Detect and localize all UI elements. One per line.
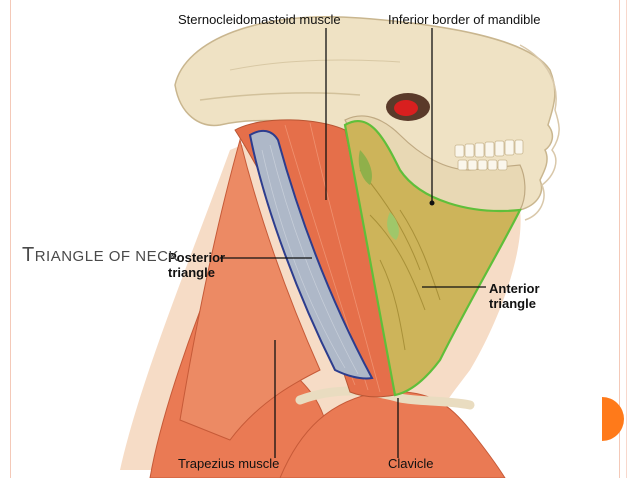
lower-shoulder-muscle bbox=[279, 390, 506, 478]
right-border-line bbox=[619, 0, 620, 478]
sternocleidomastoid-label: Sternocleidomastoid muscle bbox=[178, 12, 341, 27]
anterior-triangle-label: Anterior triangle bbox=[489, 281, 540, 311]
posterior-label-line1: Posterior bbox=[168, 250, 226, 265]
clavicle-bone bbox=[295, 386, 475, 410]
left-border-line bbox=[10, 0, 11, 478]
mandible-border-label: Inferior border of mandible bbox=[388, 12, 541, 27]
clavicle-label: Clavicle bbox=[388, 456, 434, 471]
slide-title-initial: T bbox=[22, 244, 35, 266]
right-border-line-outer bbox=[626, 0, 627, 478]
anterior-triangle-area bbox=[343, 119, 522, 397]
posterior-triangle-label: Posterior triangle bbox=[168, 250, 225, 280]
anterior-label-line2: triangle bbox=[489, 296, 536, 311]
teeth bbox=[454, 139, 524, 171]
posterior-neck-muscle bbox=[179, 138, 321, 441]
anterior-label-line1: Anterior bbox=[489, 281, 540, 296]
slide-title: Triangle of neck bbox=[22, 244, 179, 267]
trapezius-label: Trapezius muscle bbox=[178, 456, 280, 471]
slide-title-rest: riangle of neck bbox=[34, 248, 179, 265]
orange-half-circle-decoration bbox=[602, 397, 624, 441]
posterior-label-line2: triangle bbox=[168, 265, 215, 280]
posterior-triangle-area bbox=[248, 129, 374, 380]
